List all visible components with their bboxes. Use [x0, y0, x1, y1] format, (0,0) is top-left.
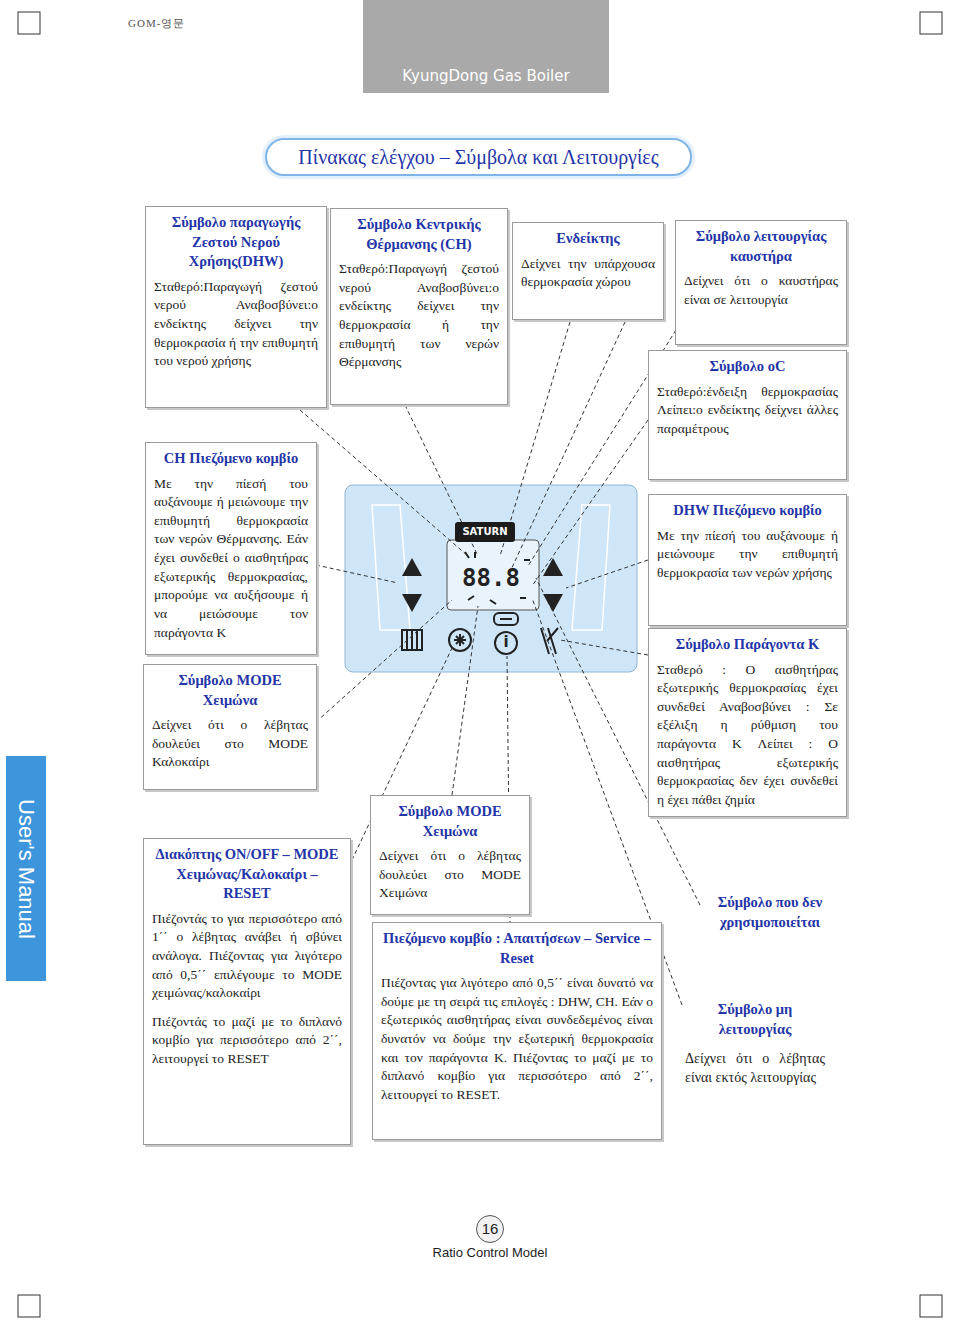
label-lcd: 88.8: [462, 566, 520, 590]
callout-text: Σταθερό:Παραγωγή ζεστού νερού Αναβοσβύνε…: [154, 278, 318, 371]
label-logo: SATURN: [455, 522, 515, 542]
callout-text: KyungDong Gas Boiler: [402, 66, 569, 87]
callout-text: Δείχνει ότι ο καυστήρας είναι σε λειτουρ…: [684, 272, 838, 309]
callout-text: 16: [482, 1219, 499, 1240]
callout-heading: Διακόπτης ON/OFF – MODE Χειμώνας/Καλοκαί…: [152, 845, 342, 904]
callout-text: Πιέζοντάς το μαζί με το διπλανό κομβίο γ…: [152, 1013, 342, 1069]
callout-heading: Πιεζόμενο κομβίο : Απαιτήσεων – Service …: [381, 929, 653, 968]
callout-box: Σύμβολο oC Σταθερό:ένδειξη θερμοκρασίας Λ…: [648, 350, 847, 480]
callout-heading: Σύμβολο MODE Χειμώνα: [152, 671, 308, 710]
callout-box: DHW Πιεζόμενο κομβίο Με την πίεσή του αυξ…: [648, 494, 847, 626]
page-title: Πίνακας ελέγχου – Σύμβολα και Λειτουργίε…: [265, 138, 692, 176]
callout-text: Πιέζοντας για λιγότερο από 0,5΄΄ είναι δ…: [381, 974, 653, 1104]
callout-box: Σύμβολο MODE ΧειμώναΔείχνει ότι ο λέβητα…: [143, 664, 317, 790]
callout-text: Με την πίεσή του αυξάνουμε ή μειώνουμε τ…: [657, 527, 838, 583]
callout-heading: Ενδείκτης: [521, 229, 655, 249]
callout-box: Διακόπτης ON/OFF – MODE Χειμώνας/Καλοκαί…: [143, 838, 351, 1145]
side-shape: User's Manual: [6, 756, 46, 981]
callout-box: Σύμβολο Κεντρικής Θέρμανσης (CH) Σταθερό:…: [330, 208, 508, 405]
callout-box: Σύμβολο παραγωγής Ζεστού Νερού Χρήσης(DH…: [145, 206, 327, 408]
callout-heading: Σύμβολο Κεντρικής Θέρμανσης (CH): [339, 215, 499, 254]
callout-box: Σύμβολο Παράγοντα K Σταθερό : Ο αισθητήρα…: [648, 628, 847, 817]
callout-heading: Σύμβολο Παράγοντα K: [657, 635, 838, 655]
callout-text: Δείχνει ότι ο λέβητας δουλεύει στο MODE …: [152, 716, 308, 772]
callout-box: Σύμβολο MODE ΧειμώναΔείχνει ότι ο λέβητα…: [370, 795, 530, 915]
callout-heading: Σύμβολο παραγωγής Ζεστού Νερού Χρήσης(DH…: [154, 213, 318, 272]
callout-text: Δείχνει την υπάρχουσα θερμοκρασία χώρου: [521, 255, 655, 292]
callout-text: Πιέζοντάς το για περισσότερο από 1΄΄ ο λ…: [152, 910, 342, 1003]
callout-heading: DHW Πιεζόμενο κομβίο: [657, 501, 838, 521]
callout-heading: Σύμβολο λειτουργίας καυστήρα: [684, 227, 838, 266]
callout-box: Σύμβολο λειτουργίας καυστήραΔείχνει ότι …: [675, 220, 847, 345]
callout-heading: CH Πιεζόμενο κομβίο: [154, 449, 308, 469]
callout-heading: Σύμβολο oC: [657, 357, 838, 377]
label-head: Σύμβολο που δεν χρησιμοποιείται: [700, 893, 840, 932]
callout-text: Δείχνει ότι ο λέβητας δουλεύει στο MODE …: [379, 847, 521, 903]
callout-box: CH Πιεζόμενο κομβίο Με την πίεσή του αυξά…: [145, 442, 317, 655]
callout-text: Σταθερό:ένδειξη θερμοκρασίας Λείπει:ο εν…: [657, 383, 838, 439]
label-head: Σύμβολο μη λειτουργίας: [685, 1000, 825, 1039]
band-shape: KyungDong Gas Boiler: [363, 0, 609, 93]
label-i: i: [500, 632, 512, 652]
label-body: Δείχνει ότι ο λέβητας είναι εκτός λειτου…: [685, 1050, 825, 1088]
callout-text: Σταθερό : Ο αισθητήρας εξωτερικής θερμοκ…: [657, 661, 838, 810]
callout-box: ΕνδείκτηςΔείχνει την υπάρχουσα θερμοκρασ…: [512, 222, 664, 320]
callout-text: Με την πίεσή του αυξάνουμε ή μειώνουμε τ…: [154, 475, 308, 643]
callout-heading: Σύμβολο MODE Χειμώνα: [379, 802, 521, 841]
circle-shape: 16: [476, 1215, 504, 1243]
label-small: GOM-영문: [128, 16, 218, 31]
callout-text: User's Manual: [11, 799, 41, 939]
label-foot: Ratio Control Model: [420, 1244, 560, 1262]
callout-box: Πιεζόμενο κομβίο : Απαιτήσεων – Service …: [372, 922, 662, 1140]
callout-text: Σταθερό:Παραγωγή ζεστού νερού Αναβοσβύνε…: [339, 260, 499, 372]
